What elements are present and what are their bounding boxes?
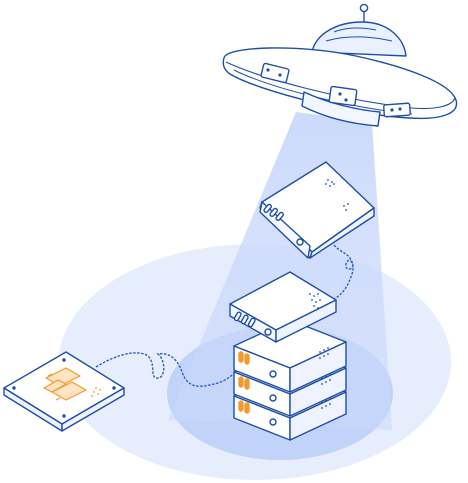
- ufo-panel: [260, 62, 290, 84]
- network-cable-board: [95, 352, 241, 387]
- floating-server: [259, 161, 375, 259]
- ufo: [222, 3, 458, 127]
- ufo-panel: [328, 85, 358, 107]
- board-chip: [43, 367, 87, 401]
- lifting-server: [229, 271, 337, 343]
- server-unit-1: [233, 319, 347, 393]
- ufo-disc: [222, 47, 458, 120]
- ufo-panel: [383, 102, 411, 118]
- ufo-dome: [311, 21, 407, 57]
- ufo-antenna-tip: [359, 3, 369, 13]
- server-stack: [229, 271, 347, 441]
- circuit-board: [3, 351, 125, 432]
